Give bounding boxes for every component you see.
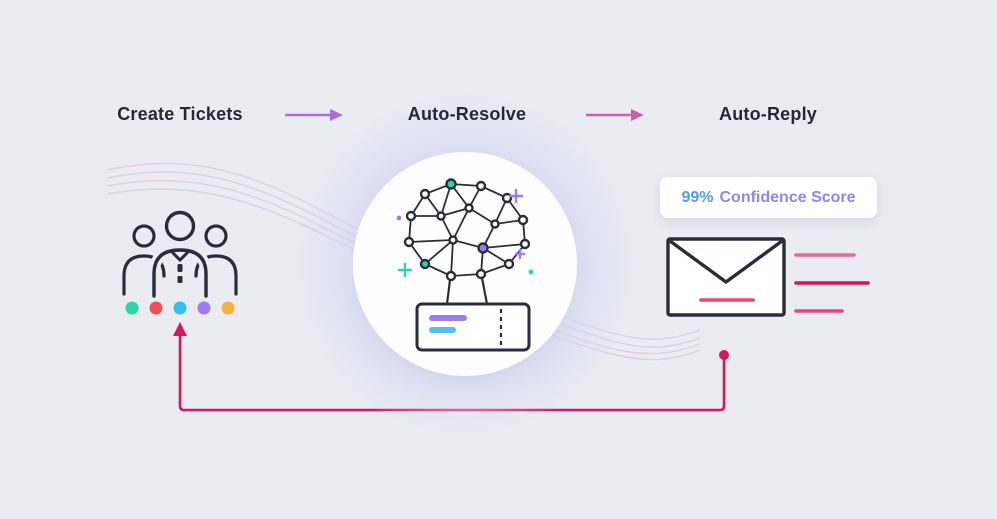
ticket-icon	[415, 302, 531, 352]
avatar-dots	[125, 301, 235, 315]
step-label-create-tickets: Create Tickets	[117, 104, 243, 124]
sparkle-icon	[397, 188, 526, 278]
feedback-loop-origin-dot	[719, 350, 729, 360]
arrow-right-icon	[586, 109, 644, 121]
confidence-value: 99%	[681, 188, 714, 206]
step-label-auto-reply: Auto-Reply	[719, 104, 817, 124]
brain-network-icon	[396, 178, 534, 352]
confidence-label: Confidence Score	[719, 188, 856, 206]
team-icon	[112, 200, 252, 327]
step-label-auto-resolve: Auto-Resolve	[407, 104, 527, 124]
confidence-score-badge: 99% Confidence Score	[660, 177, 877, 218]
speed-lines	[790, 245, 880, 330]
arrow-right-icon	[285, 109, 343, 121]
auto-resolve-stage	[353, 152, 577, 376]
envelope-icon	[663, 234, 791, 329]
